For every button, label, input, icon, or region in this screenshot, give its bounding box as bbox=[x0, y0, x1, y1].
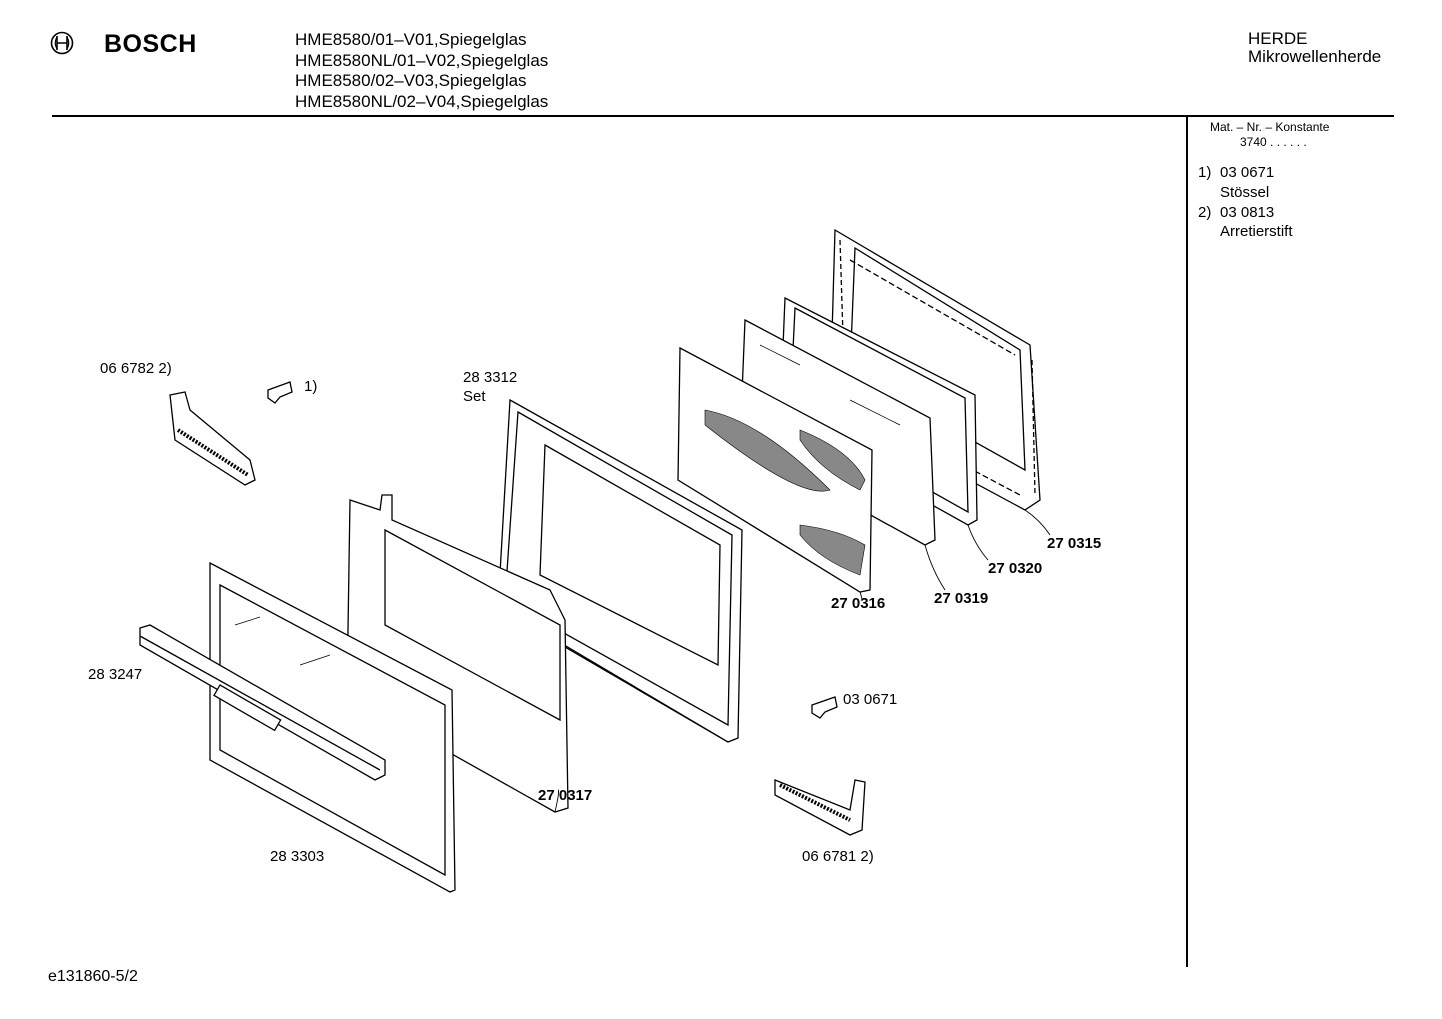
matnr-value: 3740 . . . . . . bbox=[1240, 135, 1307, 149]
part-label: 1) bbox=[304, 378, 318, 395]
part-label: 06 6781 2) bbox=[802, 848, 874, 865]
model-line: HME8580/01–V01,Spiegelglas bbox=[295, 30, 527, 49]
note-desc: Arretierstift bbox=[1220, 223, 1293, 241]
part-label: 27 0320 bbox=[988, 560, 1043, 577]
brand-name: BOSCH bbox=[104, 30, 197, 58]
product-category: HERDE Mikrowellenherde bbox=[1248, 30, 1381, 66]
part-label: 27 0317 bbox=[538, 787, 593, 804]
model-list: HME8580/01–V01,Spiegelglas HME8580NL/01–… bbox=[295, 30, 548, 112]
part-label: 27 0315 bbox=[1047, 535, 1102, 552]
note-code: 03 0671 bbox=[1220, 164, 1275, 181]
part-label: 27 0316 bbox=[831, 595, 886, 612]
left-hinge-drawing bbox=[169, 391, 256, 486]
note-item: 2) 03 0813 bbox=[1198, 203, 1293, 223]
matnr-title: Mat. – Nr. – Konstante bbox=[1210, 120, 1330, 134]
part-label: 06 6782 2) bbox=[100, 360, 172, 377]
note-number: 2) bbox=[1198, 203, 1212, 221]
model-line: HME8580NL/01–V02,Spiegelglas bbox=[295, 50, 549, 70]
part-label: 28 3303 bbox=[270, 848, 325, 865]
matnr-block: Mat. – Nr. – Konstante 3740 . . . . . . bbox=[1210, 120, 1329, 150]
back-frame-drawing bbox=[829, 228, 1041, 511]
pin-top-drawing bbox=[267, 381, 293, 404]
part-label: Set bbox=[463, 388, 486, 405]
header-divider bbox=[52, 115, 1394, 117]
side-divider bbox=[1186, 117, 1188, 967]
part-label: 27 0319 bbox=[934, 590, 989, 607]
choke-frame-drawing bbox=[346, 494, 569, 813]
category-main: HERDE bbox=[1248, 29, 1308, 48]
model-line: HME8580NL/02–V04,Spiegelglas bbox=[295, 91, 549, 111]
model-line: HME8580/02–V03,Spiegelglas bbox=[295, 71, 527, 90]
note-desc: Stössel bbox=[1220, 183, 1270, 201]
document-id: e131860-5/2 bbox=[48, 968, 138, 985]
mesh-panel-drawing bbox=[677, 346, 873, 593]
pin-bottom-drawing bbox=[811, 696, 838, 719]
part-label: 28 3312 bbox=[463, 369, 518, 386]
note-code: 03 0813 bbox=[1220, 203, 1275, 221]
note-number: 1) bbox=[1198, 164, 1212, 181]
right-hinge-drawing bbox=[774, 779, 866, 836]
note-item: 1) 03 0671 bbox=[1198, 163, 1293, 183]
part-label: 03 0671 bbox=[843, 691, 898, 708]
bosch-logo-icon bbox=[50, 31, 74, 55]
category-sub: Mikrowellenherde bbox=[1248, 47, 1382, 66]
notes-list: 1) 03 0671 Stössel 2) 03 0813 Arretierstif… bbox=[1198, 163, 1293, 242]
handle-drawing bbox=[139, 624, 386, 781]
part-label: 28 3247 bbox=[88, 666, 143, 683]
